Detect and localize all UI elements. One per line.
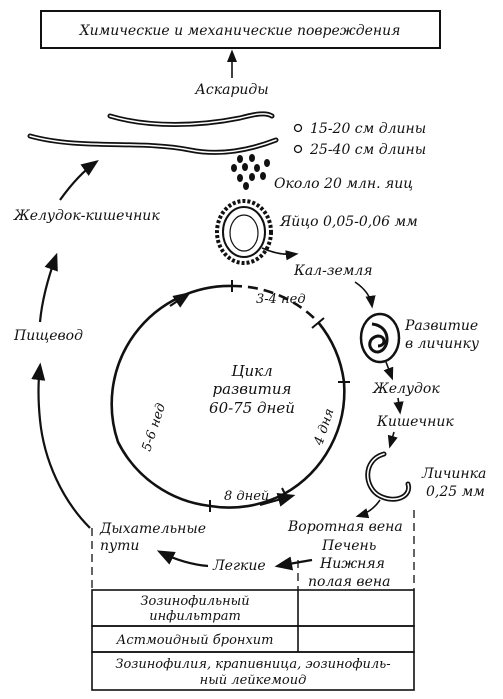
damage-box: [40, 10, 441, 49]
intestine-label: Кишечник: [376, 414, 454, 430]
eggs-cluster-icon: [231, 154, 270, 190]
portal-label-1: Воротная вена: [287, 519, 403, 535]
table-row-1-line-1: Зозинофильный: [140, 594, 249, 609]
ascarids-label: Аскариды: [194, 82, 268, 98]
tick-4: [281, 487, 289, 501]
egg-icon: [215, 199, 273, 265]
arrow-portal-to-lungs: [274, 556, 313, 571]
legend-marker-2: [293, 144, 303, 154]
arrow-larva-to-portal: [355, 499, 381, 519]
larva-icon: [365, 451, 412, 502]
development-label-1: Развитие: [404, 318, 478, 334]
table-row-3-line-1: Зозинофилия, крапивница, эозинофиль-: [115, 657, 390, 672]
portal-label-4: полая вена: [308, 574, 390, 590]
arrow-to-intestine: [393, 397, 404, 415]
table-row-1-line-2: инфильтрат: [149, 609, 241, 624]
legend-label-2: 25-40 см длины: [309, 142, 426, 158]
developing-egg-icon: [359, 312, 401, 364]
arrow-egg-to-soil: [261, 247, 299, 261]
damage-box-label: Химические и механические повреждения: [79, 23, 401, 39]
duration-8-days: 8 дней: [224, 489, 269, 504]
cycle-label-1: Цикл: [231, 362, 272, 380]
larva-label-1: Личинка: [421, 466, 486, 482]
esophagus-label: Пищевод: [13, 328, 83, 344]
arrow-gut-to-worms: [59, 159, 99, 201]
cycle-label-3: 60-75 дней: [209, 399, 295, 417]
table-row-2: Астмоидный бронхит: [115, 633, 273, 648]
worm-short-inner: [109, 113, 273, 126]
worm-long-inner: [29, 135, 277, 154]
lungs-label: Легкие: [212, 558, 266, 574]
arrow-to-larva: [387, 431, 398, 449]
stomach-label: Желудок: [372, 381, 440, 397]
portal-label-3: Нижняя: [319, 556, 385, 572]
circle-arrow-top: [169, 292, 191, 308]
legend-marker-1: [293, 123, 303, 133]
duration-3-4-weeks: 3-4 нед: [256, 292, 306, 307]
symptoms-table: [91, 589, 415, 691]
duration-5-6-weeks: 5-6 нед: [140, 401, 170, 453]
arrow-lungs-to-airways: [156, 550, 209, 568]
egg-size-label: Яйцо 0,05-0,06 мм: [279, 214, 418, 230]
gut-label: Желудок-кишечник: [13, 208, 160, 224]
arrow-soil-to-development: [354, 281, 376, 309]
development-label-2: в личинку: [405, 336, 480, 352]
arrow-esophagus-to-gut: [38, 252, 58, 323]
legend-label-1: 15-20 см длины: [310, 121, 426, 137]
airways-label-1: Дыхательные: [99, 521, 206, 537]
portal-label-2: Печень: [321, 538, 376, 554]
airways-label-2: пути: [100, 538, 139, 554]
arrow-airways-to-esophagus: [31, 362, 91, 529]
arrow-to-stomach: [383, 361, 394, 381]
cycle-label-2: развития: [213, 380, 292, 398]
table-row-3-line-2: ный лейкемоид: [200, 673, 307, 688]
feces-soil-label: Кал-земля: [293, 263, 373, 279]
bracket-dashed: [91, 510, 415, 590]
tick-2: [311, 317, 325, 329]
larva-label-2: 0,25 мм: [426, 484, 485, 500]
eggs-count-label: Около 20 млн. яиц: [274, 176, 413, 192]
